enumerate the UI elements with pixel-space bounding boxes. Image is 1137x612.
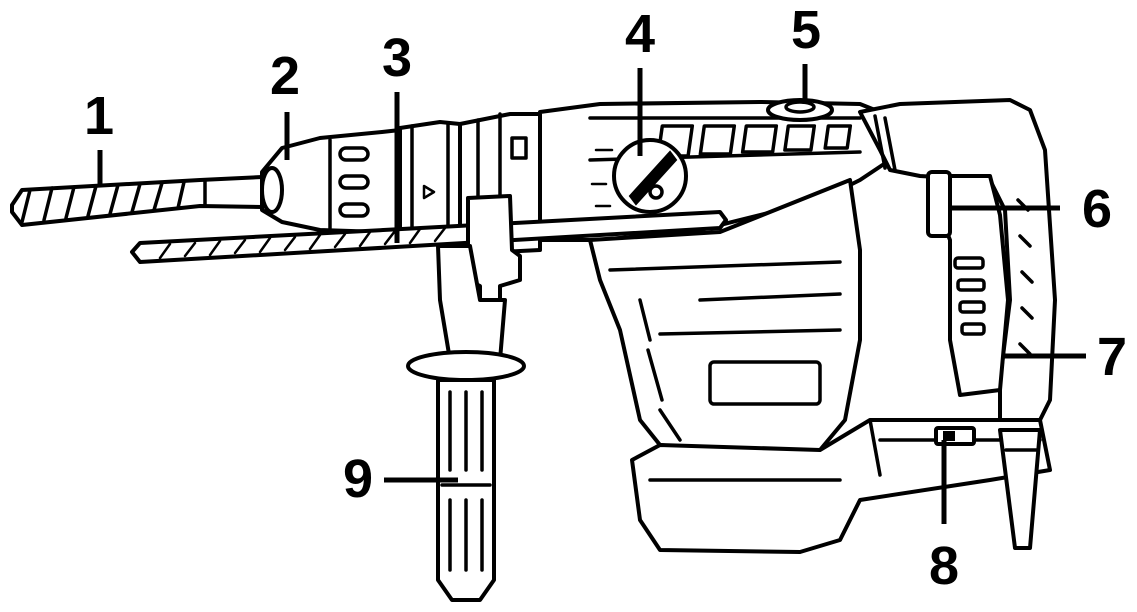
callout-number-3: 3 [382,28,412,88]
power-cord [998,428,1042,550]
callout-number-6: 6 [1082,179,1112,239]
rear-handle [858,98,1057,422]
callout-number-7: 7 [1097,327,1127,387]
auxiliary-handle [406,194,526,602]
keyless-chuck [260,128,402,234]
chuck-collar [398,120,462,244]
on-off-trigger [926,170,952,238]
mode-selector-knob [590,138,688,214]
callout-number-8: 8 [929,536,959,596]
callout-number-2: 2 [270,46,300,106]
callout-number-4: 4 [625,4,655,64]
callout-number-1: 1 [84,86,114,146]
vibration-control-button [766,98,834,122]
callout-number-9: 9 [343,449,373,509]
drill-bit [10,175,264,227]
switch-lock-knob [943,431,955,441]
depth-stop-rod [130,210,728,264]
callout-number-5: 5 [791,0,821,60]
